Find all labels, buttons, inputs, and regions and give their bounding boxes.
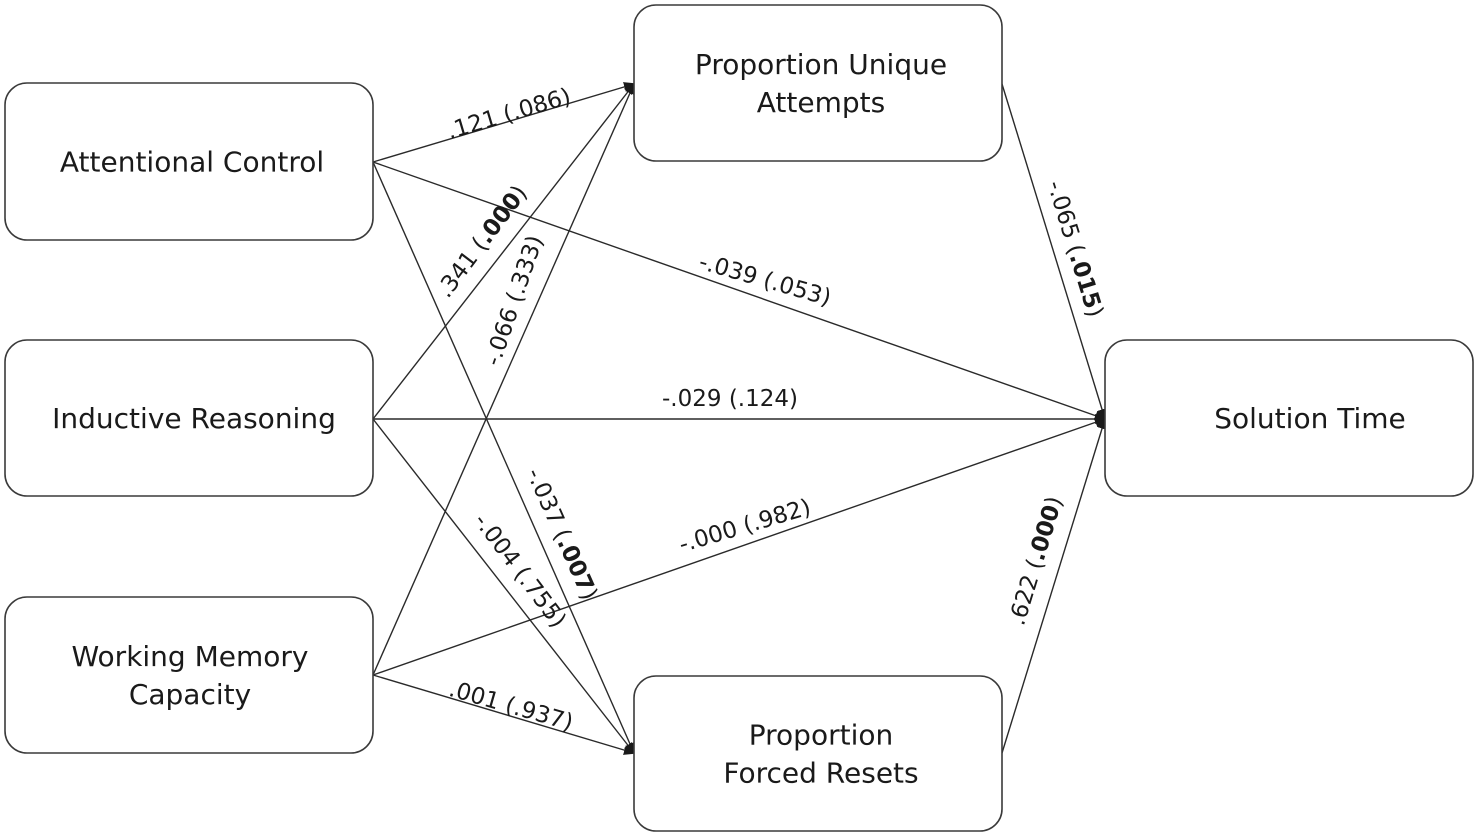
edge-ac_pf [372, 161, 635, 755]
node-solution-time: Solution Time [1104, 339, 1474, 497]
edge-p-value: .007 [552, 533, 599, 595]
node-label-line: Solution Time [1214, 402, 1406, 435]
node-box [633, 4, 1003, 162]
edge-p-value: .000 [1024, 502, 1065, 564]
edge-label-wm_pf: .001 (.937) [446, 676, 576, 736]
edge-wm_st [372, 417, 1107, 676]
edge-label-pf_st: .622 (.000) [1004, 493, 1068, 628]
node-label-line: Attempts [757, 86, 885, 119]
edge-p-value: .982 [749, 497, 805, 536]
node-label-line: Inductive Reasoning [52, 402, 336, 435]
edge-p-value: .937 [511, 695, 567, 734]
edge-wm_pu [372, 82, 635, 676]
node-inductive-reasoning: Inductive Reasoning [4, 339, 374, 497]
edge-label-pu_st: -.065 (.015) [1042, 177, 1108, 320]
node-label-line: Proportion Unique [695, 48, 947, 81]
node-label-line: Capacity [129, 678, 251, 711]
edge-ac_pu [372, 82, 636, 163]
edge-coefficient: .001 ( [446, 676, 518, 720]
edge-ir_pu [372, 82, 636, 420]
edge-wm_pf [372, 674, 636, 755]
node-label-line: Proportion [749, 719, 893, 752]
edge-coefficient: .121 ( [444, 101, 516, 145]
edge-coefficient: -.037 ( [521, 464, 576, 544]
edge-p-value: .086 [509, 86, 565, 125]
node-box [1104, 339, 1474, 497]
edge-coefficient: -.065 ( [1042, 177, 1089, 257]
edge-p-value: .015 [1064, 250, 1105, 312]
node-label-line: Forced Resets [723, 757, 918, 790]
edge-p-value: .053 [769, 270, 825, 309]
edge-coefficient: -.000 ( [676, 512, 756, 558]
node-box [633, 675, 1003, 832]
edge-coefficient: -.039 ( [696, 249, 776, 295]
edge-coefficient: -.066 ( [480, 289, 529, 369]
edge-ac_st [372, 161, 1107, 421]
edge-coefficient: .341 ( [432, 233, 493, 303]
edge-p-value: .333 [505, 241, 546, 298]
edge-paren-close: ) [789, 386, 798, 412]
edge-label-ac_st: -.039 (.053) [696, 249, 834, 311]
edge-label-ir_st: -.029 (.124) [662, 386, 798, 412]
node-label-line: Working Memory [72, 640, 309, 673]
edge-p-value: .124 [738, 386, 789, 412]
edge-label-wm_st: -.000 (.982) [676, 495, 814, 559]
edge-ir_pf [372, 418, 636, 755]
node-box [4, 596, 374, 754]
edges-layer [372, 82, 1107, 755]
edge-pu_st [1001, 83, 1107, 421]
edge-coefficient: -.029 ( [662, 386, 738, 412]
node-attentional-control: Attentional Control [4, 82, 374, 241]
edge-coefficient: .622 ( [1004, 556, 1049, 628]
edge-label-ac_pu: .121 (.086) [444, 84, 574, 145]
edge-coefficient: -.004 ( [468, 509, 534, 585]
edge-pf_st [1001, 417, 1107, 754]
node-box [4, 82, 374, 241]
node-label-line: Attentional Control [60, 146, 324, 179]
node-box [4, 339, 374, 497]
labels-layer: .121 (.086).341 (.000)-.066 (.333)-.039 … [432, 84, 1108, 737]
